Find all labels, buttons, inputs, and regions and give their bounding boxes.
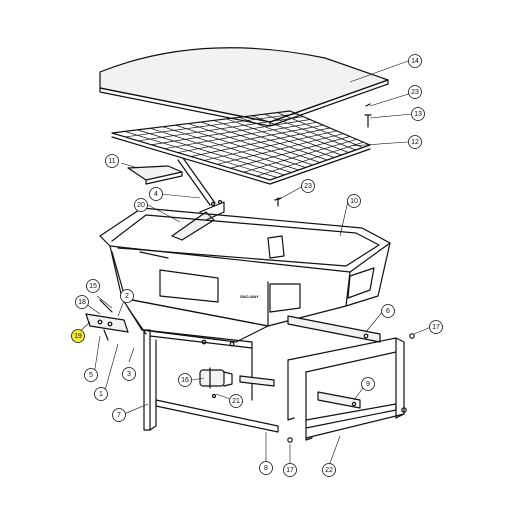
callout-13[interactable]: 13	[411, 107, 425, 121]
callout-bubble[interactable]	[408, 85, 422, 99]
callout-bubble[interactable]	[259, 461, 273, 475]
callout-bubble[interactable]	[408, 135, 422, 149]
callout-bubble[interactable]	[429, 320, 443, 334]
part-frame-right	[287, 337, 405, 441]
callout-bubble[interactable]	[229, 394, 243, 408]
callout-bubble[interactable]	[105, 154, 119, 168]
callout-19[interactable]: 19	[71, 329, 85, 343]
callout-bubble[interactable]	[301, 179, 315, 193]
callout-1[interactable]: 1	[94, 387, 108, 401]
part-hopper: SNO-WAY	[99, 207, 391, 327]
callout-23b[interactable]: 23	[301, 179, 315, 193]
part-fasteners-bottom	[287, 333, 415, 443]
callout-23a[interactable]: 23	[408, 85, 422, 99]
part-frame-left	[143, 329, 279, 433]
callout-17b[interactable]: 17	[283, 463, 297, 477]
callout-bubble[interactable]	[381, 304, 395, 318]
callout-bubble[interactable]	[347, 194, 361, 208]
callout-bubble[interactable]	[134, 198, 148, 212]
callout-bubble[interactable]	[94, 387, 108, 401]
hopper-stamp: SNO-WAY	[240, 294, 259, 299]
callout-2[interactable]: 2	[120, 289, 134, 303]
callout-bubble[interactable]	[361, 377, 375, 391]
callout-bubble[interactable]	[283, 463, 297, 477]
callout-bubble[interactable]	[84, 368, 98, 382]
callout-bubble[interactable]	[75, 295, 89, 309]
leader-lines	[75, 60, 432, 467]
part-grate	[111, 110, 371, 185]
callout-bubble[interactable]	[71, 329, 85, 343]
callout-bubble[interactable]	[149, 187, 163, 201]
part-motor	[199, 367, 233, 399]
callout-bubble[interactable]	[122, 367, 136, 381]
part-chute	[121, 297, 269, 343]
callout-6[interactable]: 6	[381, 304, 395, 318]
callout-bubble[interactable]	[408, 54, 422, 68]
callout-bubble[interactable]	[322, 463, 336, 477]
part-bracket-9	[317, 391, 361, 409]
callout-9[interactable]: 9	[361, 377, 375, 391]
callout-10[interactable]: 10	[347, 194, 361, 208]
callout-18[interactable]: 18	[75, 295, 89, 309]
callout-15[interactable]: 15	[86, 279, 100, 293]
callout-3[interactable]: 3	[122, 367, 136, 381]
part-auger-bracket	[171, 157, 225, 241]
callout-17a[interactable]: 17	[429, 320, 443, 334]
callout-bubble[interactable]	[86, 279, 100, 293]
part-fasteners-top	[274, 103, 372, 207]
callout-14[interactable]: 14	[408, 54, 422, 68]
callout-bubble[interactable]	[178, 373, 192, 387]
part-shield	[127, 165, 183, 185]
callout-11[interactable]: 11	[105, 154, 119, 168]
part-slat	[239, 375, 275, 387]
part-small-bracket	[85, 299, 129, 341]
part-rail-right	[287, 315, 381, 343]
callout-20[interactable]: 20	[134, 198, 148, 212]
callout-22[interactable]: 22	[322, 463, 336, 477]
part-lid	[99, 47, 389, 127]
callout-bubble[interactable]	[112, 408, 126, 422]
callout-4[interactable]: 4	[149, 187, 163, 201]
callout-8[interactable]: 8	[259, 461, 273, 475]
callout-bubble[interactable]	[411, 107, 425, 121]
callout-5[interactable]: 5	[84, 368, 98, 382]
callout-12[interactable]: 12	[408, 135, 422, 149]
callout-7[interactable]: 7	[112, 408, 126, 422]
callout-bubble[interactable]	[120, 289, 134, 303]
callout-21[interactable]: 21	[229, 394, 243, 408]
callout-16[interactable]: 16	[178, 373, 192, 387]
